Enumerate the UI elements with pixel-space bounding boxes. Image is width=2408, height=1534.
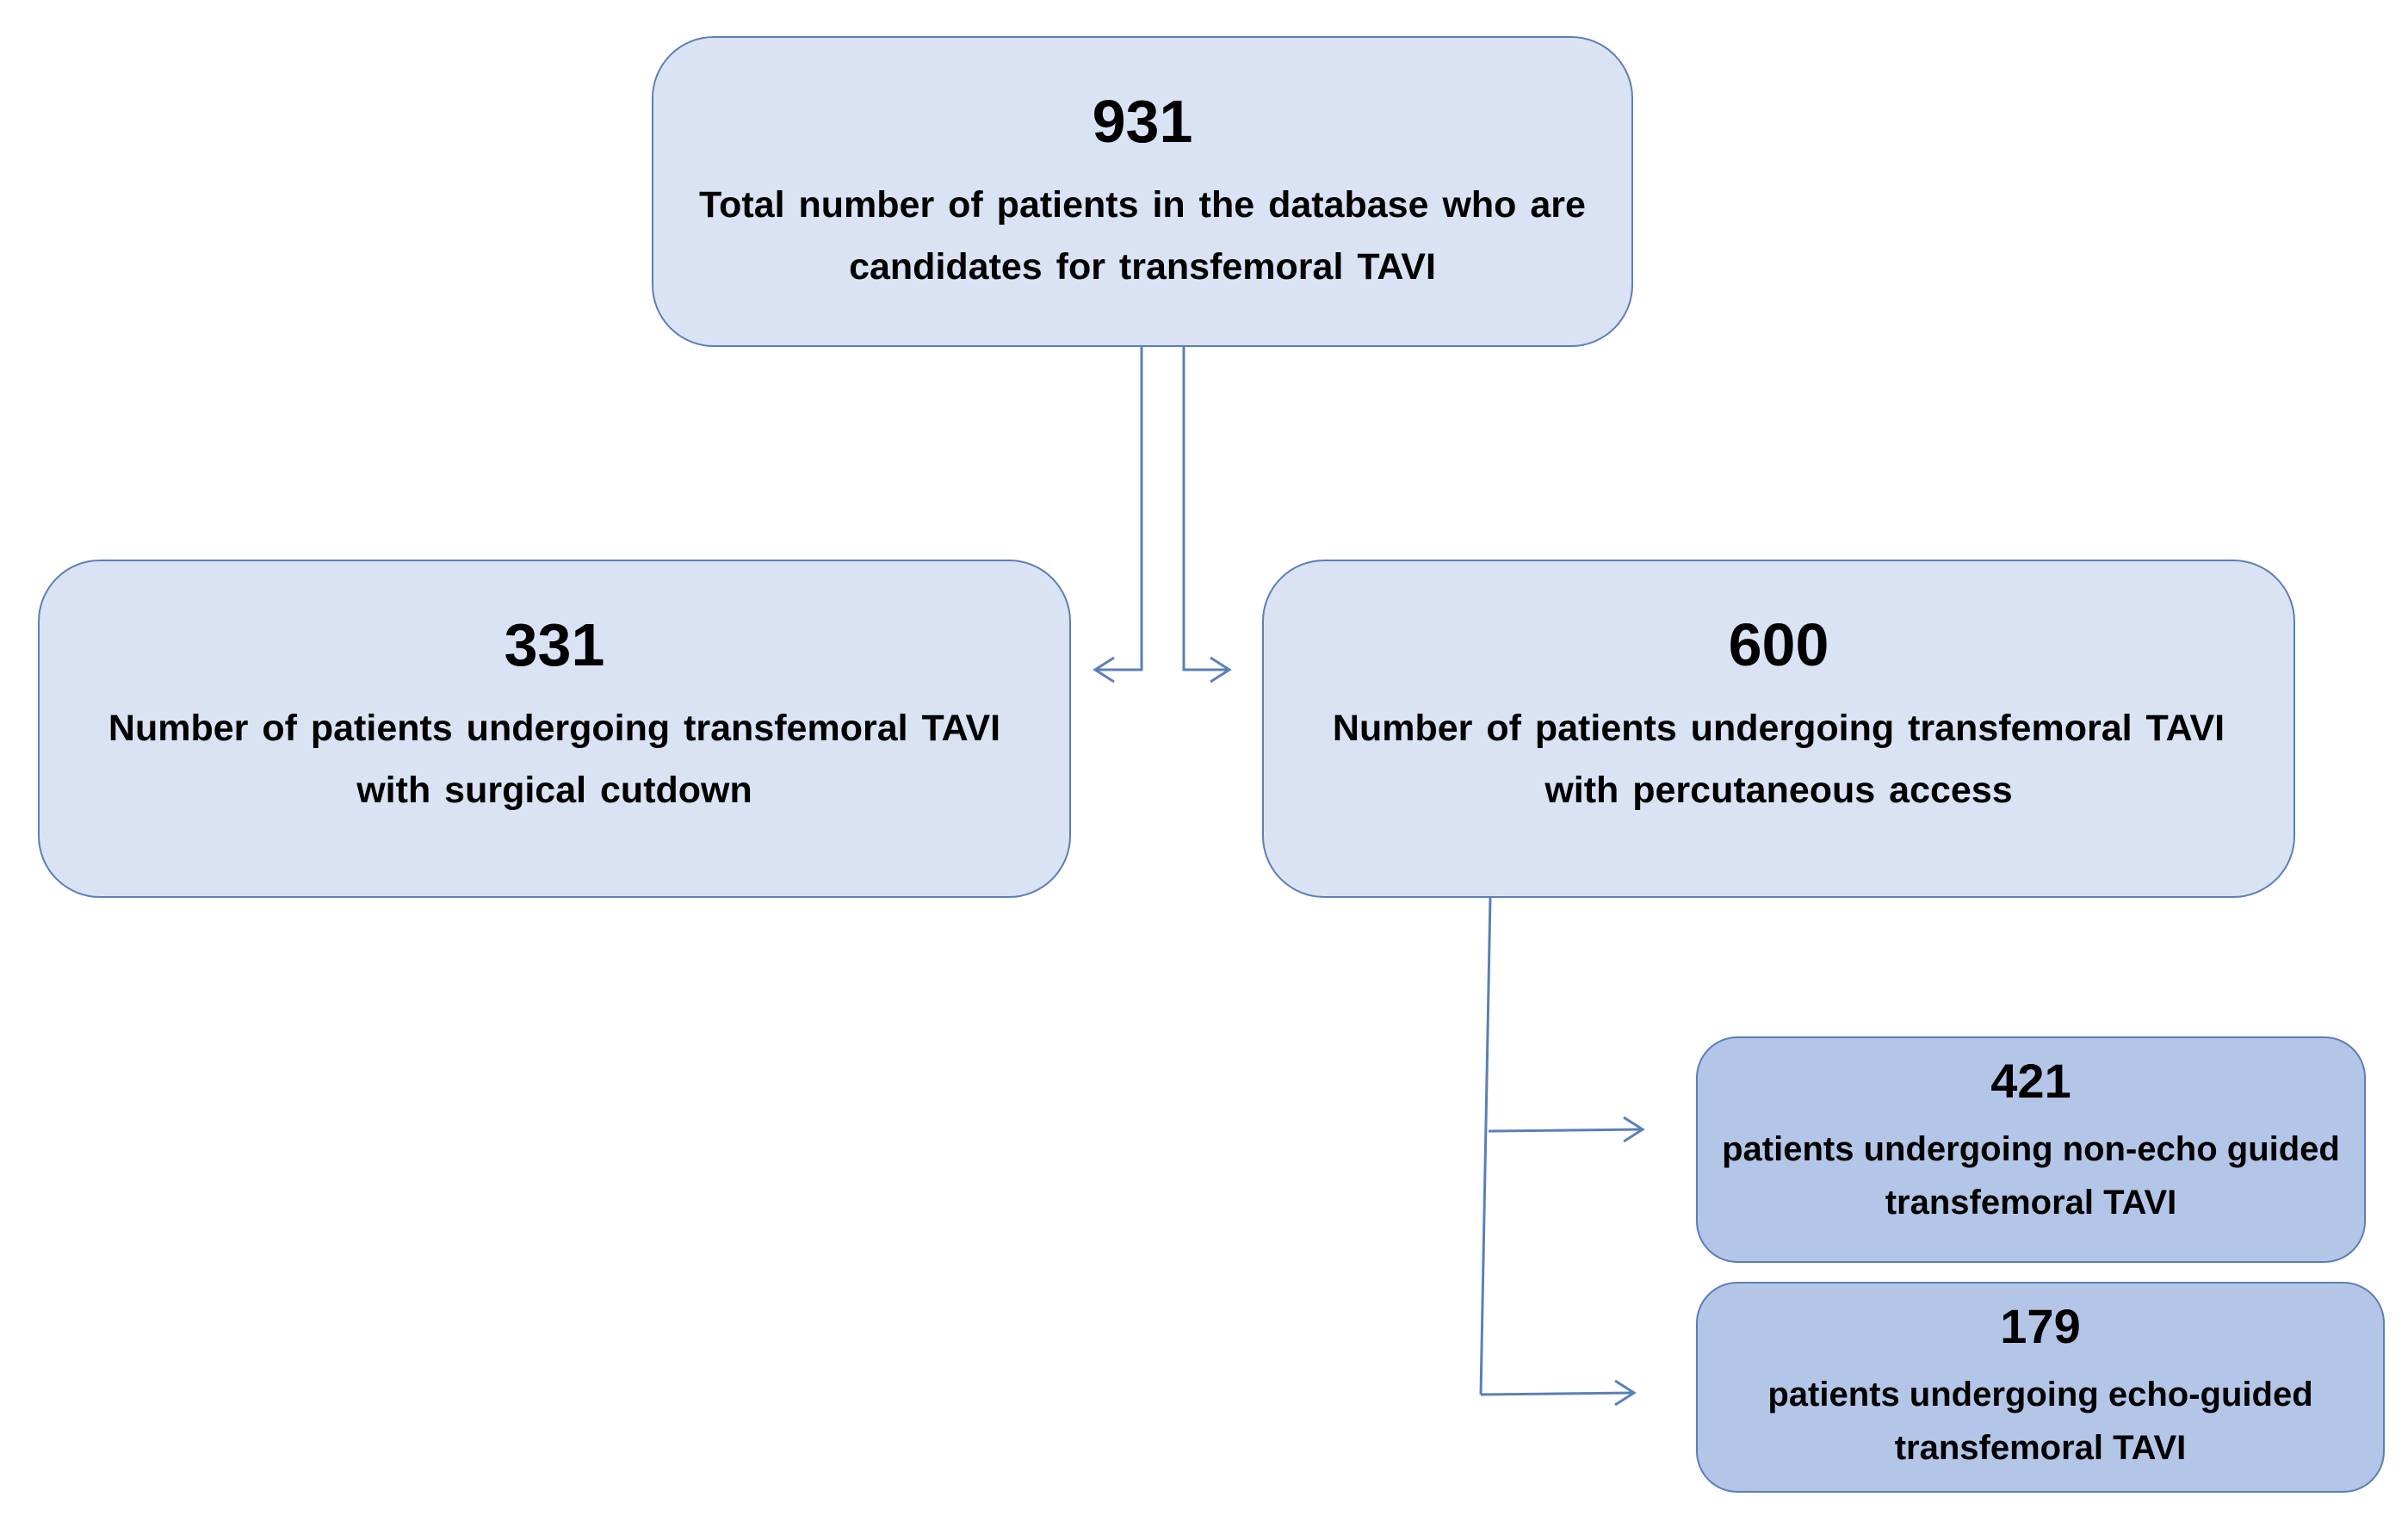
percutaneous-access-description: Number of patients undergoing transfemor… bbox=[1333, 697, 2225, 821]
non-echo-guided-line-2: transfemoral TAVI bbox=[1885, 1184, 2177, 1222]
percutaneous-access-line-2: with percutaneous access bbox=[1544, 770, 2013, 812]
total-patients-count: 931 bbox=[1092, 88, 1193, 155]
arrow-to-percutaneous bbox=[1182, 346, 1229, 671]
surgical-cutdown-line-1: Number of patients undergoing transfemor… bbox=[108, 708, 1001, 749]
arrow-to-non-echo bbox=[1488, 1128, 1644, 1133]
non-echo-guided-box: 421 patients undergoing non-echo guided … bbox=[1696, 1036, 2366, 1263]
echo-guided-count: 179 bbox=[2000, 1299, 2081, 1353]
surgical-cutdown-count: 331 bbox=[504, 611, 605, 678]
surgical-cutdown-box: 331 Number of patients undergoing transf… bbox=[38, 560, 1071, 898]
branch-trunk bbox=[1479, 896, 1492, 1395]
arrowhead-to-non-echo bbox=[1623, 1116, 1645, 1143]
percutaneous-access-line-1: Number of patients undergoing transfemor… bbox=[1332, 708, 2225, 749]
total-patients-line-1: Total number of patients in the database… bbox=[699, 184, 1586, 226]
arrow-to-echo bbox=[1480, 1391, 1635, 1396]
arrowhead-to-echo bbox=[1614, 1379, 1637, 1407]
total-patients-box: 931 Total number of patients in the data… bbox=[652, 36, 1633, 347]
echo-guided-box: 179 patients undergoing echo-guided tran… bbox=[1696, 1282, 2385, 1493]
arrowhead-to-cutdown bbox=[1093, 656, 1115, 683]
surgical-cutdown-line-2: with surgical cutdown bbox=[356, 770, 752, 812]
arrow-to-cutdown bbox=[1095, 346, 1143, 671]
percutaneous-access-box: 600 Number of patients undergoing transf… bbox=[1262, 560, 2295, 898]
echo-guided-description: patients undergoing echo-guided transfem… bbox=[1767, 1368, 2312, 1475]
arrowhead-to-percutaneous bbox=[1210, 656, 1232, 683]
surgical-cutdown-description: Number of patients undergoing transfemor… bbox=[108, 697, 1000, 821]
non-echo-guided-count: 421 bbox=[1990, 1054, 2071, 1108]
percutaneous-access-count: 600 bbox=[1728, 611, 1829, 678]
echo-guided-line-2: transfemoral TAVI bbox=[1894, 1429, 2187, 1467]
non-echo-guided-line-1: patients undergoing non-echo guided bbox=[1722, 1130, 2340, 1168]
non-echo-guided-description: patients undergoing non-echo guided tran… bbox=[1722, 1123, 2340, 1229]
total-patients-description: Total number of patients in the database… bbox=[699, 174, 1586, 298]
total-patients-line-2: candidates for transfemoral TAVI bbox=[849, 246, 1436, 288]
echo-guided-line-1: patients undergoing echo-guided bbox=[1767, 1376, 2313, 1413]
